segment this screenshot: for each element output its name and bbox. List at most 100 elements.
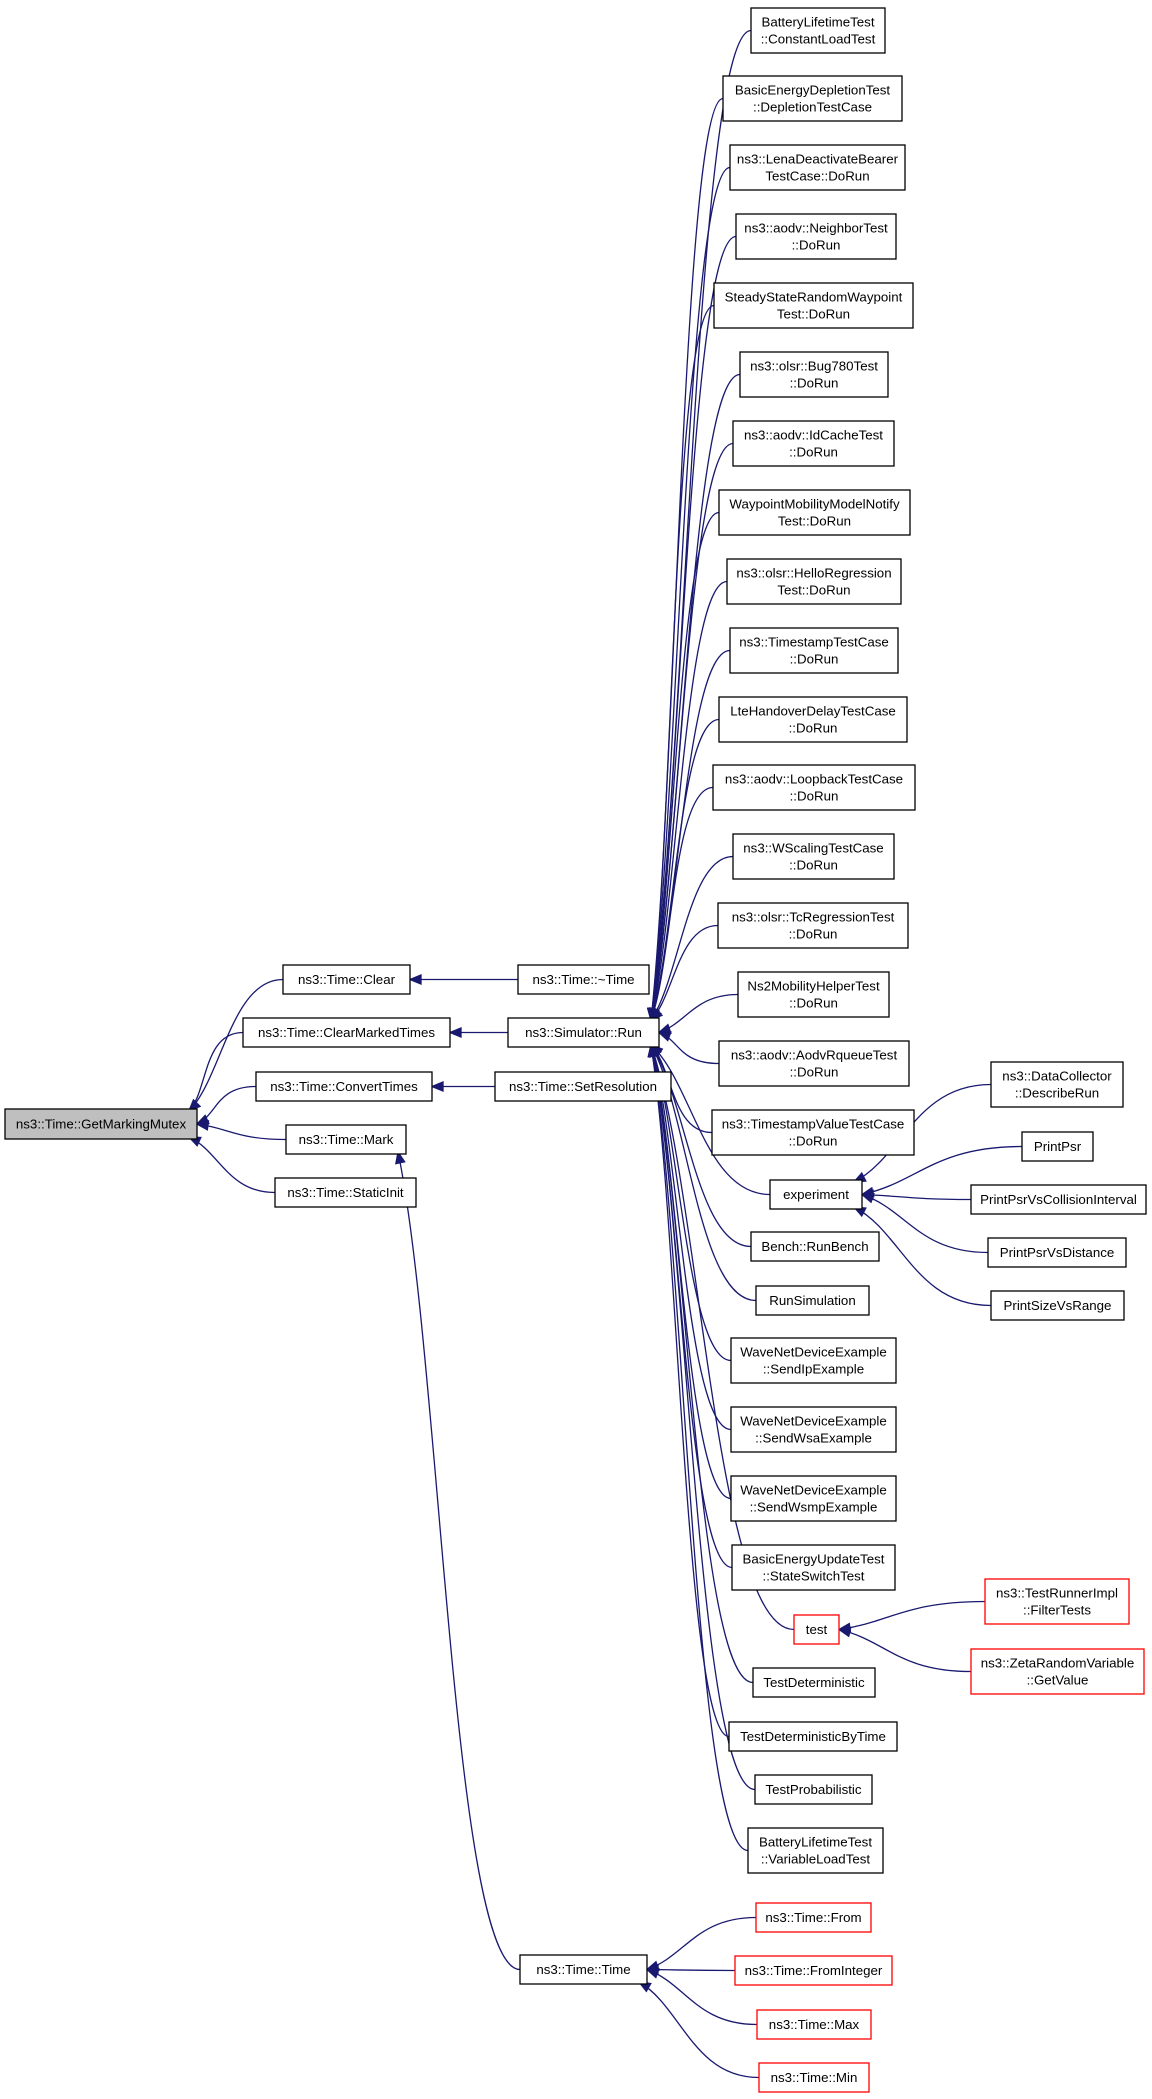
node-r06[interactable]: ns3::olsr::Bug780Test::DoRun bbox=[739, 351, 889, 398]
node-box bbox=[729, 144, 906, 191]
edge-line bbox=[646, 1968, 736, 1972]
node-from-int[interactable]: ns3::Time::FromInteger bbox=[734, 1955, 893, 1986]
node-basic-upd[interactable]: BasicEnergyUpdateTest::StateSwitchTest bbox=[731, 1544, 896, 1591]
node-data-coll[interactable]: ns3::DataCollector::DescribeRun bbox=[990, 1061, 1124, 1108]
node-from[interactable]: ns3::Time::From bbox=[755, 1902, 872, 1933]
node-wave3[interactable]: WaveNetDeviceExample::SendWsmpExample bbox=[730, 1475, 897, 1522]
node-label: ::DoRun bbox=[789, 996, 838, 1011]
edge-line bbox=[650, 1044, 795, 1631]
node-max[interactable]: ns3::Time::Max bbox=[756, 2009, 872, 2040]
node-box bbox=[735, 213, 897, 260]
edge-line bbox=[861, 1145, 1023, 1196]
node-convert[interactable]: ns3::Time::ConvertTimes bbox=[255, 1071, 433, 1102]
node-label: BatteryLifetimeTest bbox=[761, 15, 874, 30]
node-r17[interactable]: ns3::TimestampValueTestCase::DoRun bbox=[711, 1109, 915, 1156]
arrow-head-icon bbox=[657, 1031, 672, 1042]
node-label: ns3::Time::SetResolution bbox=[509, 1079, 657, 1094]
call-graph-nodes: ns3::Time::GetMarkingMutex ns3::Time::Cle… bbox=[4, 7, 1147, 2093]
node-tdet[interactable]: TestDeterministic bbox=[752, 1667, 876, 1698]
node-set-res[interactable]: ns3::Time::SetResolution bbox=[494, 1071, 672, 1102]
node-box bbox=[517, 964, 650, 995]
node-r07[interactable]: ns3::aodv::IdCacheTest::DoRun bbox=[732, 420, 895, 467]
node-label: ns3::TimestampTestCase bbox=[739, 635, 889, 650]
node-label: SteadyStateRandomWaypoint bbox=[725, 290, 903, 305]
node-r01[interactable]: BatteryLifetimeTest::ConstantLoadTest bbox=[750, 7, 886, 54]
node-label: ::DoRun bbox=[790, 376, 839, 391]
node-print-coll[interactable]: PrintPsrVsCollisionInterval bbox=[970, 1184, 1147, 1215]
node-box bbox=[255, 1071, 433, 1102]
edge-dtor-to-clear bbox=[408, 974, 519, 985]
node-root[interactable]: ns3::Time::GetMarkingMutex bbox=[4, 1108, 198, 1140]
node-mark[interactable]: ns3::Time::Mark bbox=[285, 1124, 407, 1155]
node-box bbox=[730, 1475, 897, 1522]
node-test[interactable]: test bbox=[793, 1614, 840, 1645]
node-print-psr[interactable]: PrintPsr bbox=[1021, 1131, 1094, 1162]
node-box bbox=[737, 971, 890, 1018]
edge-print-coll-to-experiment bbox=[860, 1189, 972, 1201]
node-print-dist[interactable]: PrintPsrVsDistance bbox=[987, 1237, 1127, 1268]
call-graph-edges bbox=[187, 29, 1023, 2079]
node-tdet-time[interactable]: TestDeterministicByTime bbox=[728, 1721, 898, 1752]
node-label: ::DoRun bbox=[790, 789, 839, 804]
node-box bbox=[519, 1954, 648, 1985]
node-label: ::DoRun bbox=[789, 445, 838, 460]
node-experiment[interactable]: experiment bbox=[769, 1179, 863, 1210]
node-label: ::SendWsaExample bbox=[755, 1431, 872, 1446]
node-clear[interactable]: ns3::Time::Clear bbox=[282, 964, 411, 995]
node-label: PrintPsr bbox=[1034, 1139, 1082, 1154]
arrow-head-icon bbox=[195, 1120, 210, 1131]
edge-line bbox=[650, 1044, 752, 1248]
node-r10[interactable]: ns3::TimestampTestCase::DoRun bbox=[729, 627, 899, 674]
node-r02[interactable]: BasicEnergyDepletionTest::DepletionTestC… bbox=[722, 75, 903, 122]
edge-line bbox=[196, 1123, 287, 1141]
node-box bbox=[750, 7, 886, 54]
edge-line bbox=[658, 993, 739, 1034]
node-label: ns3::Time::From bbox=[765, 1910, 861, 1925]
node-label: TestCase::DoRun bbox=[765, 169, 869, 184]
edge-set-res-to-convert bbox=[430, 1081, 495, 1092]
node-r13[interactable]: ns3::WScalingTestCase::DoRun bbox=[732, 833, 895, 880]
node-static-init[interactable]: ns3::Time::StaticInit bbox=[274, 1177, 417, 1208]
edge-line bbox=[650, 1044, 749, 1852]
node-label: ns3::aodv::NeighborTest bbox=[744, 221, 888, 236]
arrow-head-icon bbox=[860, 1192, 875, 1204]
node-print-size[interactable]: PrintSizeVsRange bbox=[990, 1290, 1125, 1321]
node-bench[interactable]: Bench::RunBench bbox=[750, 1231, 880, 1262]
node-label: ::DoRun bbox=[789, 858, 838, 873]
node-min[interactable]: ns3::Time::Min bbox=[758, 2062, 870, 2093]
node-r04[interactable]: ns3::aodv::NeighborTest::DoRun bbox=[735, 213, 897, 260]
edge-max-to-time-ctor bbox=[645, 1968, 758, 2026]
edge-print-dist-to-experiment bbox=[860, 1192, 989, 1254]
node-run-sim[interactable]: RunSimulation bbox=[755, 1285, 870, 1316]
node-wave2[interactable]: WaveNetDeviceExample::SendWsaExample bbox=[730, 1406, 897, 1453]
node-box bbox=[732, 420, 895, 467]
node-tprob[interactable]: TestProbabilistic bbox=[754, 1774, 873, 1805]
node-r16[interactable]: ns3::aodv::AodvRqueueTest::DoRun bbox=[718, 1040, 910, 1087]
node-label: ::SendWsmpExample bbox=[750, 1500, 878, 1515]
node-label: WaveNetDeviceExample bbox=[740, 1483, 887, 1498]
node-r15[interactable]: Ns2MobilityHelperTest::DoRun bbox=[737, 971, 890, 1018]
node-label: ::StateSwitchTest bbox=[763, 1569, 865, 1584]
node-label: ns3::Time::FromInteger bbox=[745, 1963, 883, 1978]
node-label: ns3::DataCollector bbox=[1002, 1069, 1112, 1084]
node-box bbox=[752, 1667, 876, 1698]
node-r14[interactable]: ns3::olsr::TcRegressionTest::DoRun bbox=[717, 902, 909, 949]
node-label: PrintPsrVsCollisionInterval bbox=[980, 1192, 1137, 1207]
node-r11[interactable]: LteHandoverDelayTestCase::DoRun bbox=[718, 696, 908, 743]
node-filter-tests[interactable]: ns3::TestRunnerImpl::FilterTests bbox=[984, 1578, 1130, 1625]
node-time-ctor[interactable]: ns3::Time::Time bbox=[519, 1954, 648, 1985]
node-box bbox=[758, 2062, 870, 2093]
node-label: ns3::olsr::Bug780Test bbox=[750, 359, 878, 374]
node-r12[interactable]: ns3::aodv::LoopbackTestCase::DoRun bbox=[712, 764, 916, 811]
node-wave1[interactable]: WaveNetDeviceExample::SendIpExample bbox=[730, 1337, 897, 1384]
node-dtor[interactable]: ns3::Time::~Time bbox=[517, 964, 650, 995]
node-zeta[interactable]: ns3::ZetaRandomVariable::GetValue bbox=[970, 1648, 1145, 1695]
node-batt-var[interactable]: BatteryLifetimeTest::VariableLoadTest bbox=[747, 1827, 884, 1874]
node-clear-marked[interactable]: ns3::Time::ClearMarkedTimes bbox=[242, 1017, 451, 1048]
node-box bbox=[793, 1614, 840, 1645]
node-sim-run[interactable]: ns3::Simulator::Run bbox=[507, 1017, 660, 1048]
